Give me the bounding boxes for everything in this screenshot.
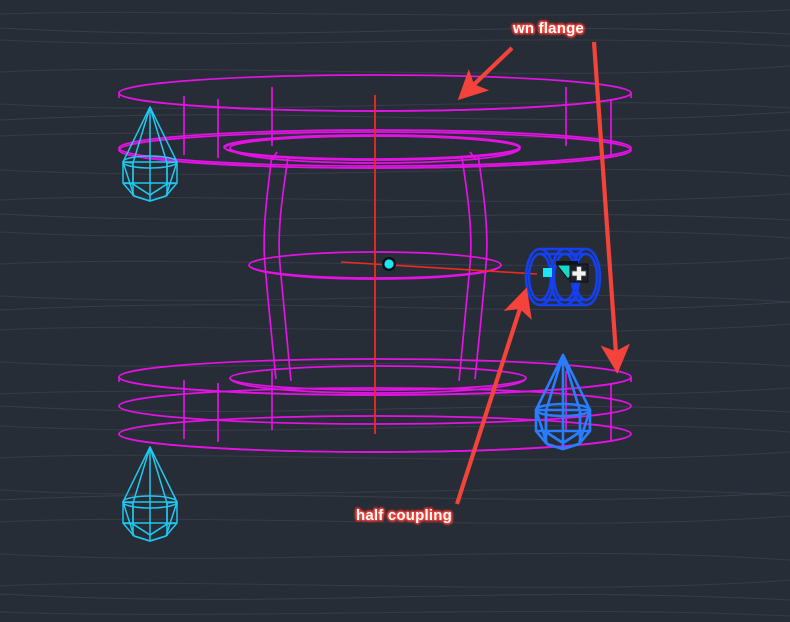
arrow-half-coupling (455, 287, 532, 505)
grip-square[interactable] (543, 268, 552, 277)
tracking-vector-line (340, 261, 538, 275)
gem-bottom-left[interactable] (122, 446, 178, 542)
annotation-label-wn-flange: wn flange (513, 20, 584, 37)
arrow-wn-flange-right (591, 41, 631, 374)
center-snap-marker-dot (384, 259, 394, 269)
move-cursor (569, 263, 589, 283)
concentric-reducer-wireframe[interactable] (118, 74, 632, 453)
gem-top-left[interactable] (122, 106, 178, 202)
axis-lines (340, 95, 538, 434)
annotation-label-half-coupling: half coupling (356, 507, 452, 524)
arrow-wn-flange-left (457, 46, 514, 101)
half-coupling-object[interactable] (524, 247, 602, 307)
annotation-arrows (455, 41, 631, 505)
snap-markers[interactable] (382, 257, 581, 280)
gem-right-highlighted[interactable] (534, 353, 592, 451)
top-hub-collar[interactable] (223, 134, 521, 161)
